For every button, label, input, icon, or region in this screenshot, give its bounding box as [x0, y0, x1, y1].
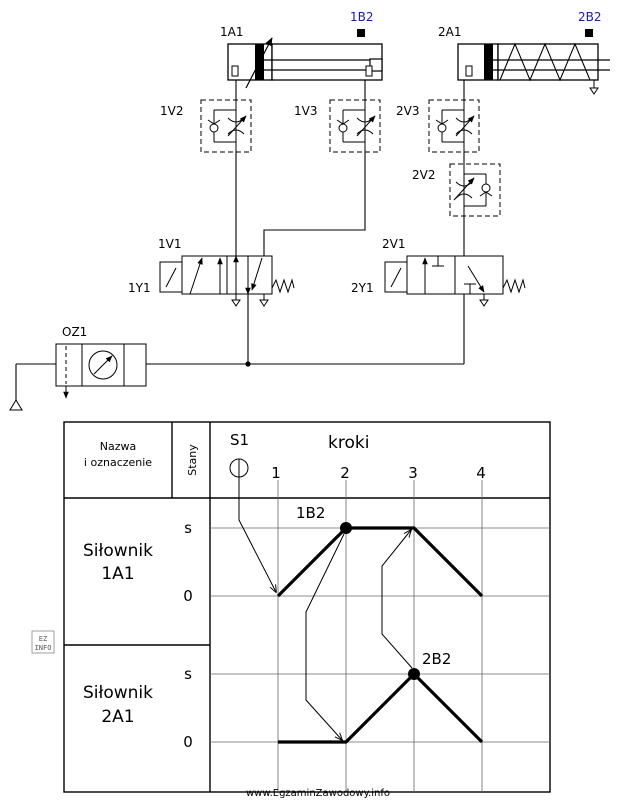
air-source-icon [9, 399, 23, 411]
step-3: 3 [408, 464, 418, 482]
marker-2b2-label: 2B2 [422, 650, 451, 668]
svg-text:INFO: INFO [35, 644, 52, 652]
step-1: 1 [271, 464, 281, 482]
pipes [15, 80, 465, 400]
label-1v3: 1V3 [294, 104, 317, 118]
row2-state-0: 0 [183, 733, 193, 751]
signal-arrow-s1 [238, 477, 276, 592]
row2-name-line2: 2A1 [101, 707, 134, 727]
marker-1b2-label: 1B2 [296, 504, 325, 522]
label-2y1: 2Y1 [351, 281, 374, 295]
sensor-1b2-icon [357, 29, 365, 37]
function-diagram: Nazwa i oznaczenie Stany S1 kroki 1 2 3 … [63, 421, 551, 793]
label-oz1: OZ1 [62, 325, 87, 339]
valve-1v1: 1V1 1Y1 [128, 237, 295, 307]
label-1v1: 1V1 [158, 237, 181, 251]
step-4: 4 [476, 464, 486, 482]
label-1a1: 1A1 [220, 25, 243, 39]
frl-unit-oz1: OZ1 [55, 325, 147, 399]
footer-watermark: www.EgzaminZawodowy.info [246, 788, 390, 799]
throttle-2v2: 2V2 [412, 163, 501, 217]
throttle-2v3: 2V3 [396, 99, 480, 153]
cylinder2-motion-line [278, 671, 484, 744]
header-states: Stany [186, 444, 199, 476]
label-1b2-sensor: 1B2 [350, 10, 374, 24]
cylinder-2a1: 2A1 2B2 [438, 10, 610, 95]
sensor-2b2-icon [585, 29, 593, 37]
spring-return-icon [502, 278, 526, 294]
header-name-line2: i oznaczenie [84, 456, 152, 469]
label-1v2: 1V2 [160, 104, 183, 118]
label-2a1: 2A1 [438, 25, 461, 39]
marker-1b2 [340, 522, 352, 534]
row1-state-s: s [184, 519, 192, 537]
row2-state-s: s [184, 665, 192, 683]
svg-text:EZ: EZ [39, 635, 47, 643]
label-2v3: 2V3 [396, 104, 419, 118]
throttle-1v2: 1V2 [160, 99, 252, 153]
marker-2b2 [408, 668, 420, 680]
valve-2v1: 2V1 2Y1 [351, 237, 526, 307]
label-2v1: 2V1 [382, 237, 405, 251]
header-name-line1: Nazwa [100, 440, 136, 453]
row1-name-line1: Siłownik [83, 541, 153, 561]
steps-label: kroki [328, 433, 369, 453]
label-1y1: 1Y1 [128, 281, 151, 295]
cylinder1-motion-line [276, 526, 484, 598]
label-2v2: 2V2 [412, 168, 435, 182]
throttle-1v3: 1V3 [294, 99, 381, 153]
signal-arrow-1b2 [305, 533, 345, 740]
ez-info-logo: EZ INFO [31, 630, 55, 654]
row1-name-line2: 1A1 [101, 564, 134, 584]
signal-arrow-2b2 [381, 530, 413, 669]
cylinder-1a1: 1A1 1B2 [220, 10, 383, 89]
row2-name-line1: Siłownik [83, 683, 153, 703]
spring-return-icon [271, 278, 295, 294]
step-2: 2 [340, 464, 350, 482]
start-label: S1 [230, 431, 249, 449]
spring-icon [499, 42, 591, 82]
row1-state-0: 0 [183, 587, 193, 605]
label-2b2-sensor: 2B2 [578, 10, 602, 24]
